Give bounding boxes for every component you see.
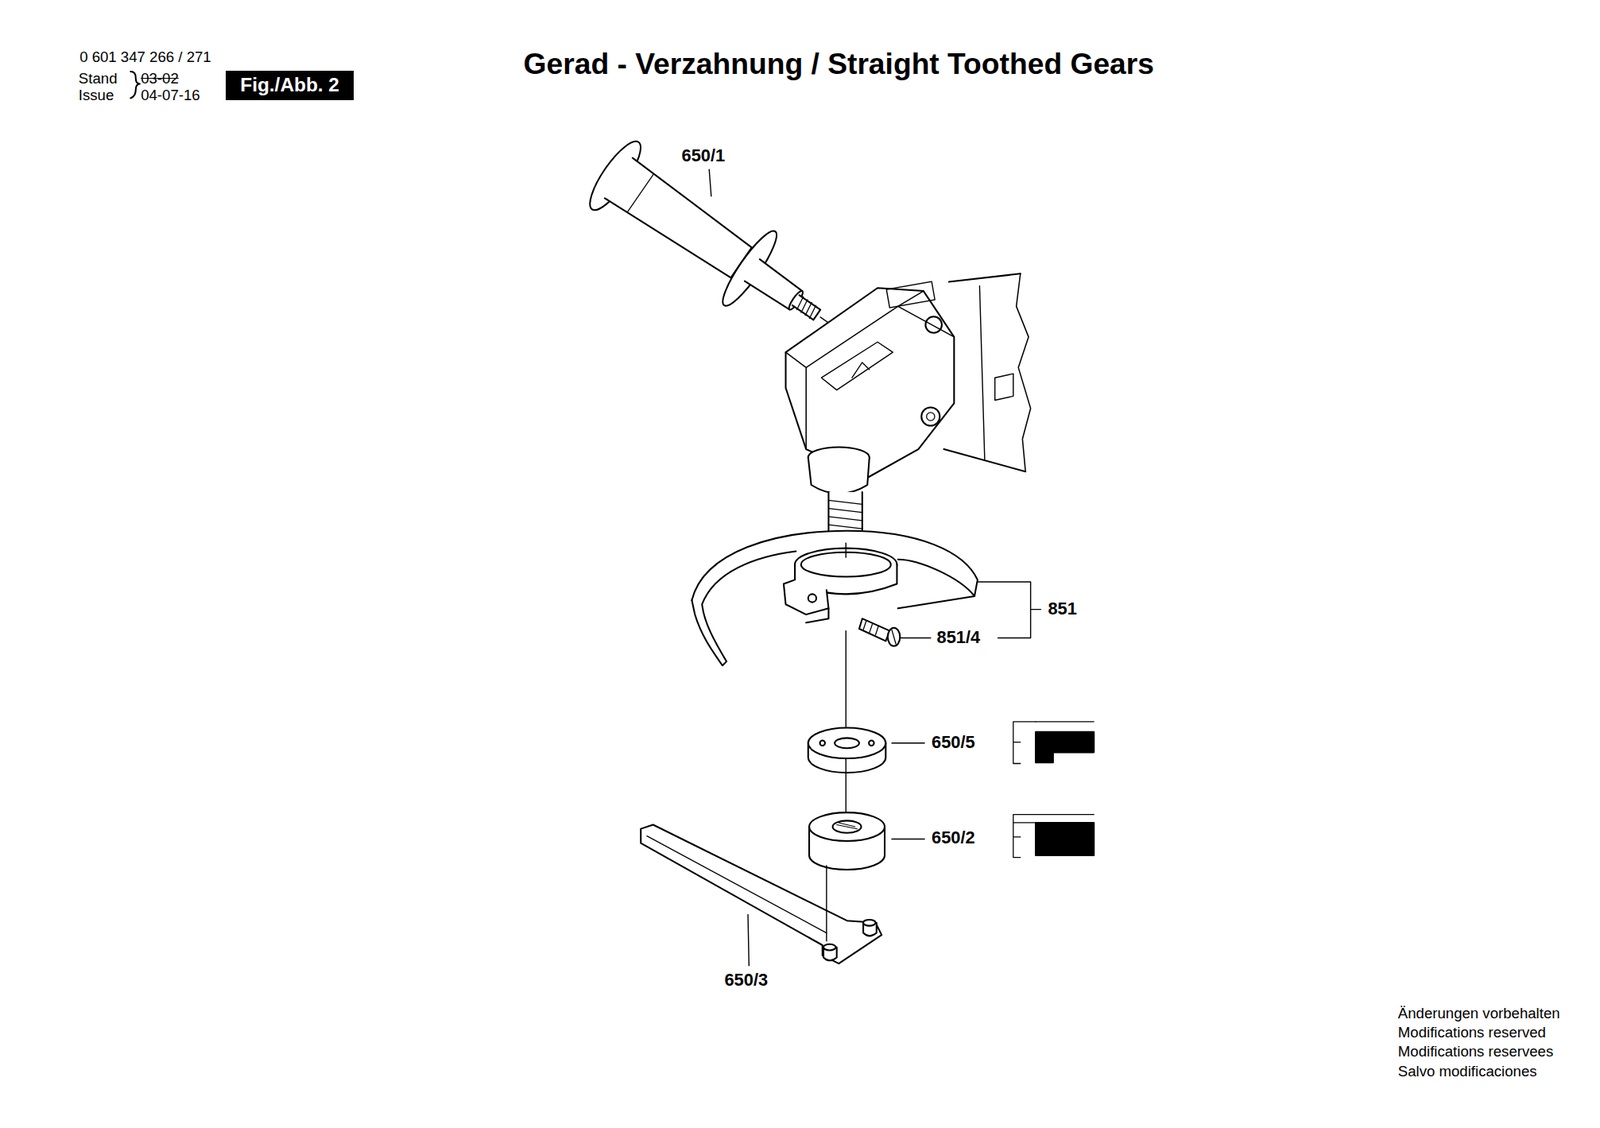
page-title: Gerad - Verzahnung / Straight Toothed Ge… xyxy=(523,47,1155,81)
note-text: Issue xyxy=(78,87,114,104)
note-text: 03-02 xyxy=(140,70,179,87)
callout-number: 650/5 xyxy=(931,732,976,752)
note-text: 04-07-16 xyxy=(140,87,201,104)
callout-number: 650/1 xyxy=(681,146,726,166)
brace xyxy=(130,71,140,98)
note-text: Modifications reservees xyxy=(1398,1043,1554,1060)
callout-number: 650/3 xyxy=(724,970,768,990)
section-icon xyxy=(1013,721,1094,858)
clamping-nut xyxy=(809,812,885,870)
figure-tag: Fig./Abb. 2 xyxy=(225,70,355,101)
note-text: Stand xyxy=(78,70,118,87)
note-text: 0 601 347 266 / 271 xyxy=(79,49,212,66)
note-text: Modifications reserved xyxy=(1398,1024,1546,1041)
leader-lines xyxy=(708,169,1041,965)
mounting-flange xyxy=(808,728,887,773)
pin-wrench xyxy=(640,825,882,965)
wheel-guard xyxy=(691,530,977,666)
note-text: Änderungen vorbehalten xyxy=(1398,1005,1561,1022)
callout-number: 851 xyxy=(1047,599,1077,619)
note-text: Salvo modificaciones xyxy=(1398,1063,1538,1080)
grinder-head xyxy=(786,273,1031,543)
callout-number: 650/2 xyxy=(931,828,976,848)
callout-number: 851/4 xyxy=(937,627,981,647)
